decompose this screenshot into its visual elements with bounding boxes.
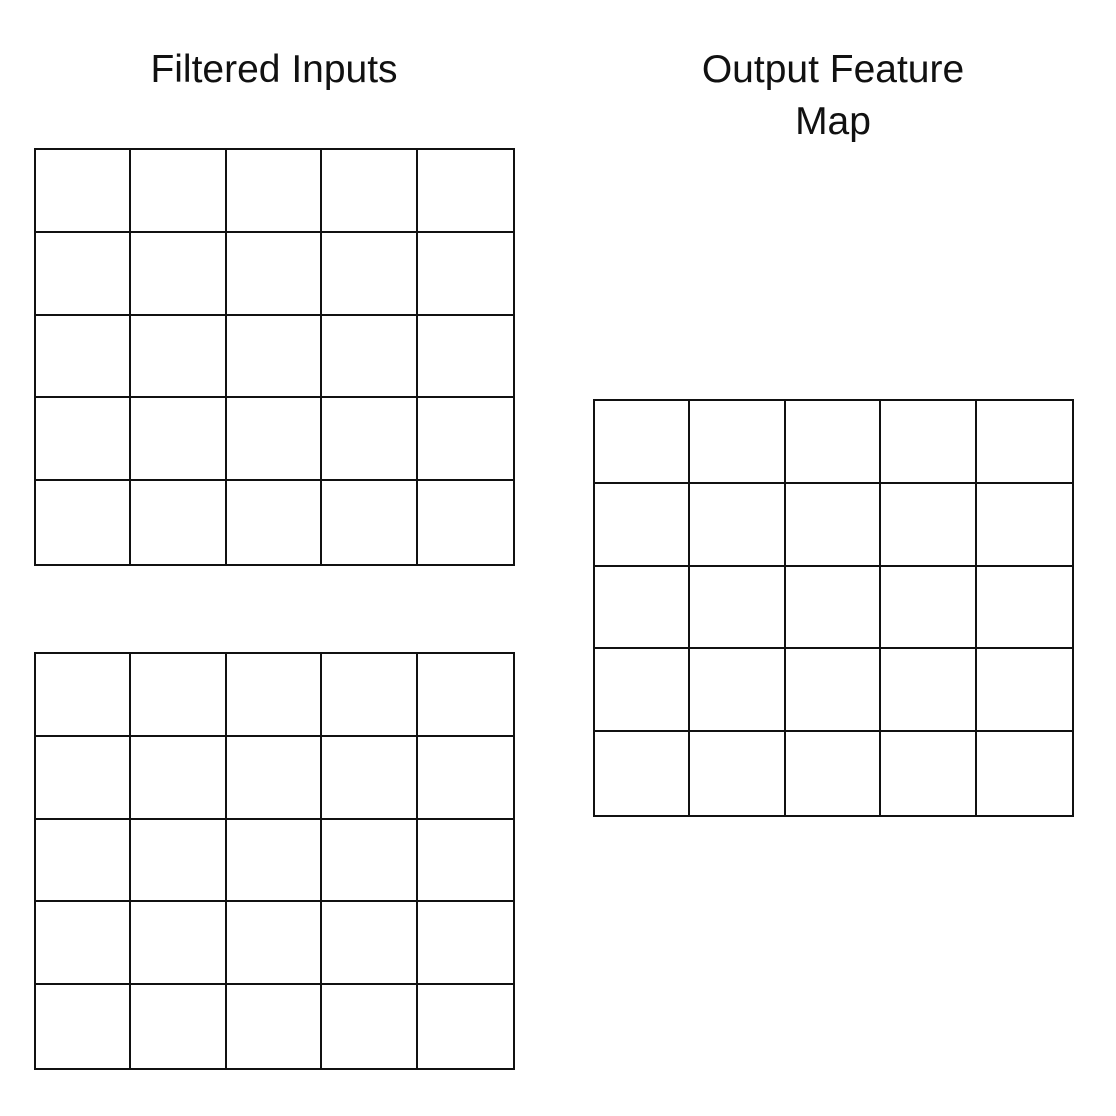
grid-cell <box>226 902 323 986</box>
grid-cell <box>595 732 691 815</box>
output-feature-map-title: Output Feature Map <box>701 48 965 143</box>
grid-cell <box>36 819 132 903</box>
grid-cell <box>690 649 786 733</box>
grid-cell <box>881 401 977 484</box>
grid-cell <box>417 233 513 316</box>
grid-cell <box>786 732 882 815</box>
grid-cell <box>785 566 882 650</box>
output-feature-map-grid <box>593 399 1074 817</box>
grid-cell <box>226 654 323 737</box>
grid-cell <box>595 566 691 650</box>
grid-cell <box>785 649 882 733</box>
grid-cell <box>785 483 882 567</box>
grid-cell <box>322 985 418 1068</box>
grid-cell <box>595 401 691 484</box>
grid-cell <box>36 902 132 986</box>
grid-cell <box>131 481 227 564</box>
grid-cell <box>881 566 977 650</box>
grid-cell <box>322 315 418 399</box>
grid-cell <box>690 401 786 484</box>
grid-cell <box>690 732 786 815</box>
grid-cell <box>976 649 1072 733</box>
grid-cell <box>36 481 132 564</box>
grid-cell <box>881 483 977 567</box>
grid-cell <box>418 985 513 1068</box>
grid-cell <box>36 985 132 1068</box>
grid-cell <box>977 732 1072 815</box>
grid-cell <box>417 316 513 399</box>
grid-cell <box>322 819 418 903</box>
grid-cell <box>322 736 418 820</box>
filtered-input-grid-1 <box>34 148 515 566</box>
grid-cell <box>226 819 323 903</box>
grid-cell <box>322 902 418 986</box>
grid-cell <box>226 315 323 399</box>
grid-cell <box>881 732 977 815</box>
grid-cell <box>226 398 323 482</box>
grid-cell <box>322 398 418 482</box>
grid-cell <box>131 398 227 482</box>
filtered-input-grid-2 <box>34 652 515 1070</box>
grid-cell <box>226 736 323 820</box>
grid-cell <box>322 481 418 564</box>
grid-cell <box>36 232 132 316</box>
grid-cell <box>785 401 882 484</box>
grid-cell <box>976 401 1072 484</box>
grid-cell <box>976 567 1072 650</box>
grid-cell <box>131 985 227 1068</box>
grid-cell <box>417 820 513 903</box>
filtered-inputs-title: Filtered Inputs <box>150 48 398 91</box>
grid-cell <box>36 736 132 820</box>
grid-cell <box>417 398 513 482</box>
grid-cell <box>36 398 132 482</box>
grid-cell <box>322 232 418 316</box>
grid-cell <box>131 232 227 316</box>
grid-cell <box>131 315 227 399</box>
grid-cell <box>690 483 786 567</box>
grid-cell <box>36 315 132 399</box>
grid-cell <box>36 150 132 233</box>
grid-cell <box>131 902 227 986</box>
grid-cell <box>226 150 323 233</box>
grid-cell <box>881 649 977 733</box>
grid-cell <box>690 566 786 650</box>
grid-cell <box>322 150 418 233</box>
grid-cell <box>976 484 1072 567</box>
grid-cell <box>227 985 323 1068</box>
grid-cell <box>226 232 323 316</box>
grid-cell <box>131 654 227 737</box>
grid-cell <box>36 654 132 737</box>
grid-cell <box>418 481 513 564</box>
grid-cell <box>322 654 418 737</box>
grid-cell <box>417 150 513 233</box>
grid-cell <box>595 483 691 567</box>
grid-cell <box>131 150 227 233</box>
grid-cell <box>227 481 323 564</box>
grid-cell <box>131 819 227 903</box>
grid-cell <box>417 654 513 737</box>
grid-cell <box>131 736 227 820</box>
grid-cell <box>417 737 513 820</box>
grid-cell <box>595 649 691 733</box>
grid-cell <box>417 902 513 986</box>
